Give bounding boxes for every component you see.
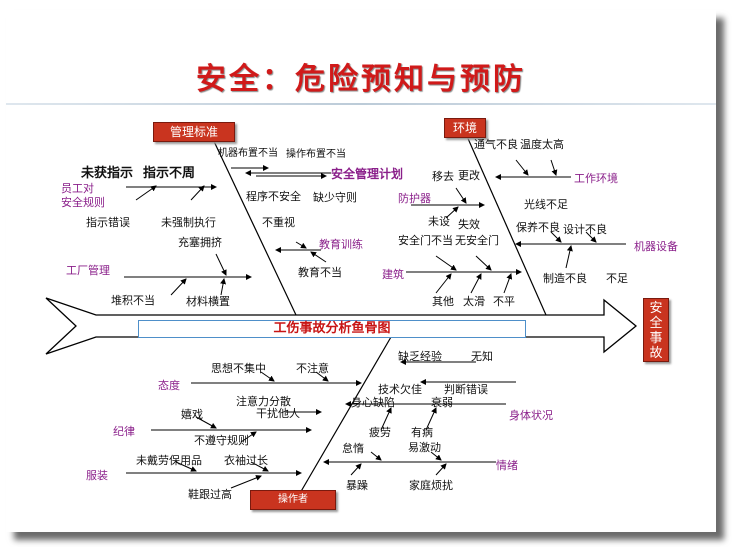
cause-label: 疲劳 bbox=[369, 426, 391, 439]
cause-label: 未戴劳保用品 bbox=[136, 454, 202, 467]
branch-label: 身体状况 bbox=[509, 409, 553, 422]
branch-label: 工作环境 bbox=[574, 172, 618, 185]
cause-label: 技术欠佳 bbox=[378, 383, 422, 396]
cause-label: 思想不集中 bbox=[211, 362, 266, 375]
cause-label: 暴躁 bbox=[346, 479, 368, 492]
cause-label: 不遵守规则 bbox=[194, 434, 249, 447]
branch-label: 服装 bbox=[86, 469, 108, 482]
branch-label: 安全管理计划 bbox=[331, 167, 404, 181]
cause-label: 堆积不当 bbox=[111, 294, 155, 307]
branch-label: 建筑 bbox=[382, 268, 404, 281]
category-environment-box: 环境 bbox=[444, 118, 486, 138]
page-title: 安全：危险预知与预防 bbox=[196, 62, 526, 97]
cause-label: 注意力分散 bbox=[236, 395, 291, 408]
cause-label: 太滑 bbox=[463, 295, 485, 308]
cause-label: 保养不良 bbox=[516, 221, 560, 234]
slide: 安全：危险预知与预防 bbox=[6, 10, 716, 532]
cause-label: 无知 bbox=[471, 350, 493, 363]
cause-label: 未强制执行 bbox=[161, 216, 216, 229]
cause-label: 判断错误 bbox=[444, 383, 488, 396]
cause-label: 其他 bbox=[432, 295, 454, 308]
cause-label: 衰弱 bbox=[431, 396, 453, 409]
cause-label: 安全门不当 bbox=[398, 234, 453, 247]
cause-label: 指示错误 bbox=[86, 216, 130, 229]
effect-box: 安全事故 bbox=[643, 298, 669, 362]
cause-label: 干扰他人 bbox=[256, 407, 300, 420]
branch-label: 教育训练 bbox=[319, 238, 363, 251]
branch-label: 情绪 bbox=[496, 459, 518, 472]
cause-label: 怠惰 bbox=[342, 442, 364, 455]
cause-label: 有病 bbox=[411, 426, 433, 439]
branch-label: 态度 bbox=[158, 379, 180, 392]
cause-label: 不平 bbox=[493, 295, 515, 308]
cause-label: 不重视 bbox=[262, 216, 295, 229]
title-divider bbox=[6, 103, 716, 105]
branch-label: 防护器 bbox=[398, 192, 431, 205]
category-operator-box: 操作者 bbox=[250, 490, 336, 510]
spine-label: 工伤事故分析鱼骨图 bbox=[138, 320, 526, 338]
branch-label: 员工对 bbox=[61, 182, 94, 195]
branch-label: 机器设备 bbox=[634, 240, 678, 253]
cause-label: 更改 bbox=[458, 169, 480, 182]
cause-label: 指示不周 bbox=[143, 166, 196, 181]
cause-label: 机器布置不当 bbox=[218, 148, 278, 159]
branch-label: 安全规则 bbox=[61, 196, 105, 209]
cause-label: 温度太高 bbox=[520, 138, 564, 151]
cause-label: 不注意 bbox=[296, 362, 329, 375]
cause-label: 鞋跟过高 bbox=[188, 488, 232, 501]
cause-label: 制造不良 bbox=[543, 272, 587, 285]
cause-label: 通气不良 bbox=[474, 138, 518, 151]
cause-label: 嬉戏 bbox=[181, 408, 203, 421]
cause-label: 材料横置 bbox=[186, 295, 230, 308]
cause-label: 身心缺陷 bbox=[351, 396, 395, 409]
cause-label: 未设 bbox=[428, 215, 450, 228]
cause-label: 衣袖过长 bbox=[224, 454, 268, 467]
cause-label: 操作布置不当 bbox=[286, 149, 346, 160]
cause-label: 无安全门 bbox=[455, 234, 499, 247]
cause-label: 失效 bbox=[458, 218, 480, 231]
cause-label: 未获指示 bbox=[81, 166, 134, 181]
cause-label: 程序不安全 bbox=[246, 190, 301, 203]
cause-label: 家庭烦扰 bbox=[409, 479, 453, 492]
cause-label: 移去 bbox=[432, 170, 454, 183]
cause-label: 不足 bbox=[606, 272, 628, 285]
category-management-box: 管理标准 bbox=[153, 122, 235, 142]
cause-label: 光线不足 bbox=[524, 198, 568, 211]
cause-label: 教育不当 bbox=[298, 266, 342, 279]
branch-label: 工厂管理 bbox=[66, 264, 110, 277]
branch-label: 纪律 bbox=[113, 425, 135, 438]
cause-label: 易激动 bbox=[408, 441, 441, 454]
cause-label: 缺少守则 bbox=[313, 191, 357, 204]
cause-label: 缺乏经验 bbox=[398, 350, 442, 363]
cause-label: 设计不良 bbox=[563, 223, 607, 236]
cause-label: 充塞拥挤 bbox=[178, 236, 222, 249]
